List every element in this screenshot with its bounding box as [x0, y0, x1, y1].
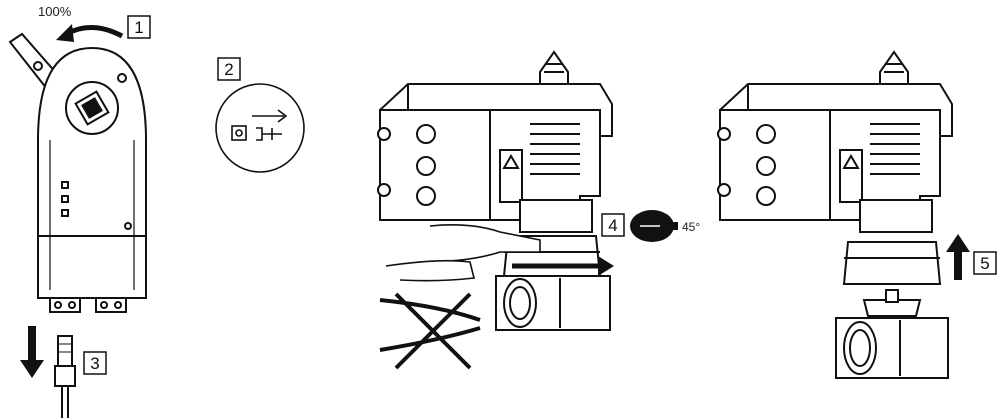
step-2-badge: 2	[218, 58, 240, 80]
hand-point-icon	[630, 210, 678, 242]
percent-label: 100%	[38, 4, 72, 19]
valve-body	[836, 290, 948, 378]
arrow-up-icon	[946, 234, 970, 280]
step-3-badge: 3	[84, 352, 106, 374]
cable-plug	[55, 336, 75, 418]
step-1-badge: 1	[128, 16, 150, 38]
step-number: 5	[980, 254, 989, 273]
rotate-arrow-icon	[56, 24, 122, 42]
step-5-badge: 5	[974, 252, 996, 274]
step-number: 3	[90, 354, 99, 373]
step-number: 4	[608, 216, 617, 235]
disconnect-power-icon	[216, 84, 304, 172]
status-led	[62, 210, 68, 216]
actuator-lifted	[718, 52, 952, 284]
valve-body	[496, 276, 610, 330]
step-number: 2	[224, 60, 233, 79]
status-led	[62, 182, 68, 188]
rotation-angle-label: 45°	[682, 220, 700, 234]
step-number: 1	[134, 18, 143, 37]
step-4-badge: 4	[602, 214, 624, 236]
arrow-down-icon	[20, 326, 44, 378]
status-led	[62, 196, 68, 202]
cross-out-icon	[380, 294, 480, 368]
